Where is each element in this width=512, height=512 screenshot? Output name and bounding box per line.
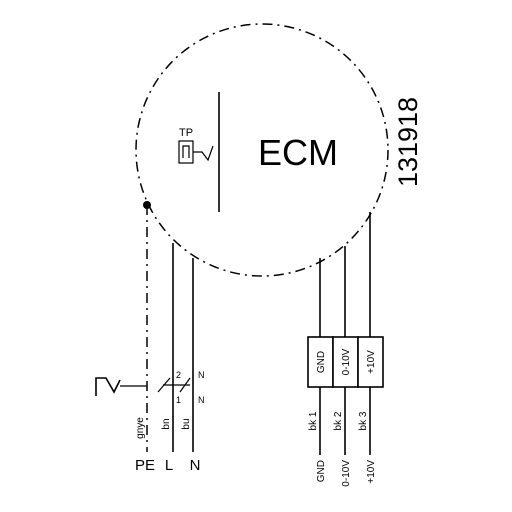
control-terminal-block: GND 0-10V +10V (307, 336, 384, 388)
pe-wire-color: gnye (135, 417, 146, 439)
terminal-box-label-0-10v: 0-10V (341, 348, 352, 375)
l-wire-color: bn (161, 418, 172, 429)
control-wire-label-2: bk 2 (333, 411, 344, 430)
terminal-box-plus10v (357, 336, 384, 388)
switch-contact-l-bottom: 1 (176, 395, 181, 405)
thermal-protector-label: TP (179, 127, 193, 139)
switch-contact-n-top: N (198, 370, 205, 380)
motor-label: ECM (258, 132, 338, 173)
signal-label-gnd: GND (316, 460, 327, 482)
thermal-protector-symbol: TP (178, 92, 220, 212)
signal-label-0-10v: 0-10V (341, 460, 352, 487)
earth-symbol (95, 377, 121, 396)
terminal-n: N (190, 457, 201, 474)
terminal-l: L (165, 457, 173, 474)
motor-boundary (135, 23, 389, 277)
drawing-number: 131918 (393, 97, 423, 187)
terminal-pe: PE (135, 457, 155, 474)
control-wire-label-3: bk 3 (358, 411, 369, 430)
control-wire-label-1: bk 1 (308, 411, 319, 430)
switch-contact-n-bottom: N (198, 395, 205, 405)
n-wire-color: bu (181, 418, 192, 429)
terminal-box-label-gnd: GND (316, 351, 327, 373)
signal-label-plus10v: +10V (366, 460, 377, 484)
mains-switch-symbol: 2 1 N N (157, 370, 205, 405)
terminal-box-label-plus10v: +10V (366, 350, 377, 374)
switch-contact-l-top: 2 (176, 370, 181, 380)
terminal-box-gnd (307, 336, 334, 388)
